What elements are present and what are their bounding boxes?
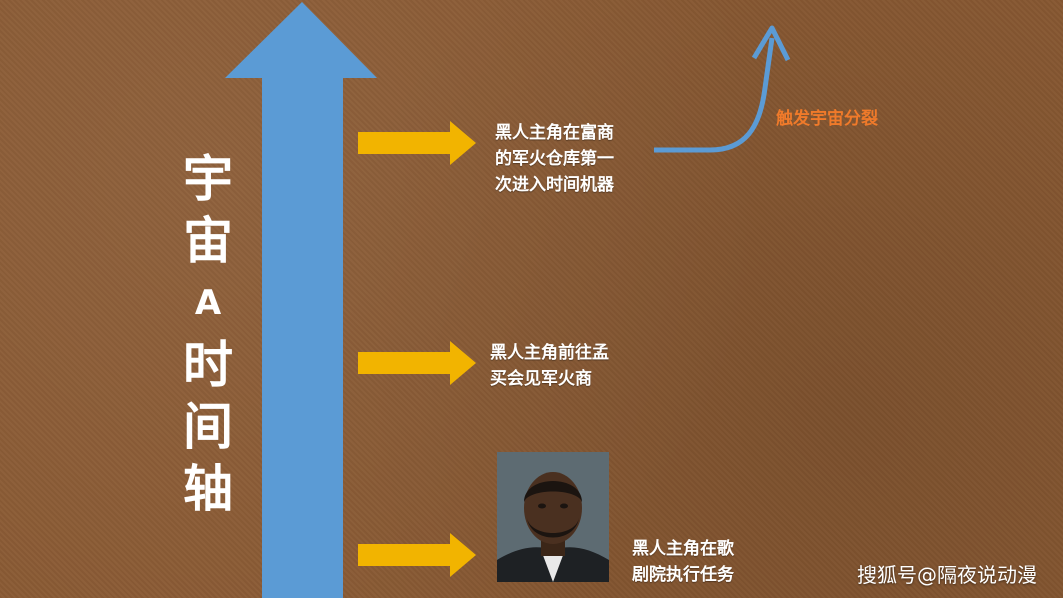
title-char: A [194,283,222,323]
split-curve-arrow [654,25,791,153]
title-char: 宇 [183,150,233,208]
title-char: 时 [183,336,233,394]
event-arrow-icon [358,533,476,577]
event-arrow-icon [358,341,476,385]
title-char: 宙 [183,212,233,270]
title-char: 轴 [183,460,233,518]
event-arrow-icon [358,121,476,165]
watermark: 搜狐号@隔夜说动漫 [857,563,1037,587]
event-label-warehouse: 黑人主角在富商 的军火仓库第一 次进入时间机器 [495,123,614,195]
title-char: 间 [183,398,233,456]
protagonist-photo [497,452,609,582]
event-label-mumbai: 黑人主角前往孟 买会见军火商 [490,343,609,389]
portrait-image [497,452,609,582]
split-label: 触发宇宙分裂 [776,109,878,129]
timeline-arrow [225,2,377,598]
event-label-opera: 黑人主角在歌 剧院执行任务 [632,539,734,585]
timeline-title: 宇 宙 A 时 间 轴 [168,148,248,520]
